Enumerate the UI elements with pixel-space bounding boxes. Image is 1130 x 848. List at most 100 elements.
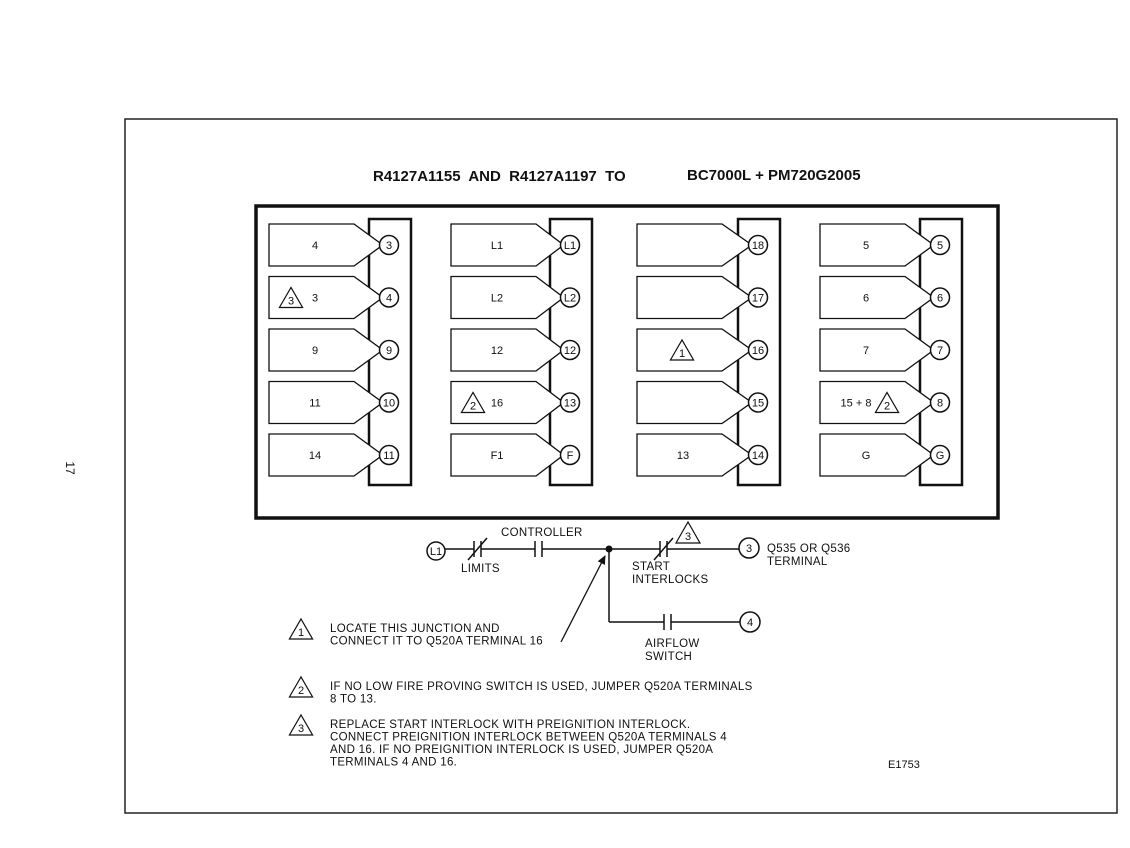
terminal-screw [929,392,951,413]
svg-text:1: 1 [679,348,685,360]
terminal-number: 11 [383,450,394,462]
wire-tag [819,328,932,372]
controller-label: CONTROLLER [501,527,583,539]
terminal-number: 9 [386,345,392,357]
terminal-screw [929,444,951,466]
svg-text:3: 3 [685,531,691,543]
terminal-number: F [567,450,574,462]
limits-label: LIMITS [461,563,500,575]
note-line: AND 16. IF NO PREIGNITION INTERLOCK IS U… [330,744,713,756]
wire-tag [636,433,750,477]
wire-tag [450,328,562,372]
wire-tag-label: 16 [491,398,503,410]
terminal-number: 4 [386,293,392,305]
terminal-number: 3 [386,240,392,252]
svg-text:2: 2 [470,401,476,413]
terminal-number: 10 [383,398,395,410]
airflow-label-1: AIRFLOW [645,638,700,650]
wire-tag [450,275,562,320]
warning-triangle-icon: 2 [874,391,900,414]
warning-triangle-icon: 2 [460,391,486,414]
terminal-screw [929,234,951,256]
title-right: BC7000L + PM720G2005 [687,167,861,184]
terminal-screw [559,444,581,466]
svg-text:3: 3 [288,296,294,308]
terminal-row: 11 10 [268,380,400,425]
page-number: 17 [63,461,77,475]
schematic-terminal-4-label: 4 [747,617,753,629]
wire-tag-label: 7 [863,345,869,357]
q535-label: Q535 OR Q536 [767,543,851,555]
terminal-screw [747,339,769,361]
junction-leader-arrow [560,555,606,643]
wire-tag-label: 13 [677,450,689,462]
terminal-number: 12 [564,345,576,357]
warning-triangle-icon: 1 [669,338,695,361]
note-line: REPLACE START INTERLOCK WITH PREIGNITION… [330,719,690,731]
start-label-1: START [632,561,670,573]
wire-tag [819,380,932,425]
note-line: TERMINALS 4 AND 16. [330,757,457,769]
terminal-row: 14 11 [268,433,400,477]
svg-text:2: 2 [884,401,890,413]
wire-tag [450,433,562,477]
schematic: L1 LIMITS CONTROLLER 3 START [426,520,851,663]
schematic-terminal-4 [739,611,761,633]
terminal-number: L1 [564,240,576,252]
note-3: 3 REPLACE START INTERLOCK WITH PREIGNITIO… [288,713,727,769]
terminal-number: L2 [564,293,576,305]
terminal-screw [747,287,769,308]
terminal-row: 1 16 [636,328,769,372]
airflow-label-2: SWITCH [645,651,692,663]
svg-text:2: 2 [298,685,304,697]
terminal-row: 17 [636,275,769,320]
wire-tag [636,223,750,267]
wire-tag [268,380,381,425]
wire-tag [819,223,932,267]
schematic-terminal-3-label: 3 [746,543,752,555]
wire-tag-label: 9 [312,345,318,357]
title-left: R4127A1155 AND R4127A1197 TO [373,168,626,185]
terminal-number: 13 [564,398,576,410]
wire-tag [636,328,750,372]
terminal-number: 16 [752,345,764,357]
panel-border [254,204,1000,520]
note-marker-icon: 3 [288,713,314,736]
svg-text:1: 1 [298,627,304,639]
terminal-screw [378,234,400,256]
wire-tag-label: 14 [309,450,321,462]
wire-tag-label: 11 [309,398,320,410]
terminal-label: TERMINAL [767,556,828,568]
figure-frame [124,118,1118,814]
note-marker-icon: 1 [288,617,314,640]
terminal-number: 8 [937,398,943,410]
terminal-screw [747,234,769,256]
wire-tag-label: 5 [863,240,869,252]
note-line: CONNECT IT TO Q520A TERMINAL 16 [330,636,543,648]
schematic-terminal-l1 [426,541,446,561]
start-label-2: INTERLOCKS [632,574,709,586]
note-line: 8 TO 13. [330,694,377,706]
terminal-screw [929,287,951,308]
terminal-number: 18 [752,240,764,252]
wire-tag [450,223,562,267]
wire-tag [636,275,750,320]
terminal-screw [378,444,400,466]
terminal-screw [559,287,581,308]
schematic-terminal-l1-label: L1 [430,546,442,558]
wire-tag-label: L2 [491,293,503,305]
